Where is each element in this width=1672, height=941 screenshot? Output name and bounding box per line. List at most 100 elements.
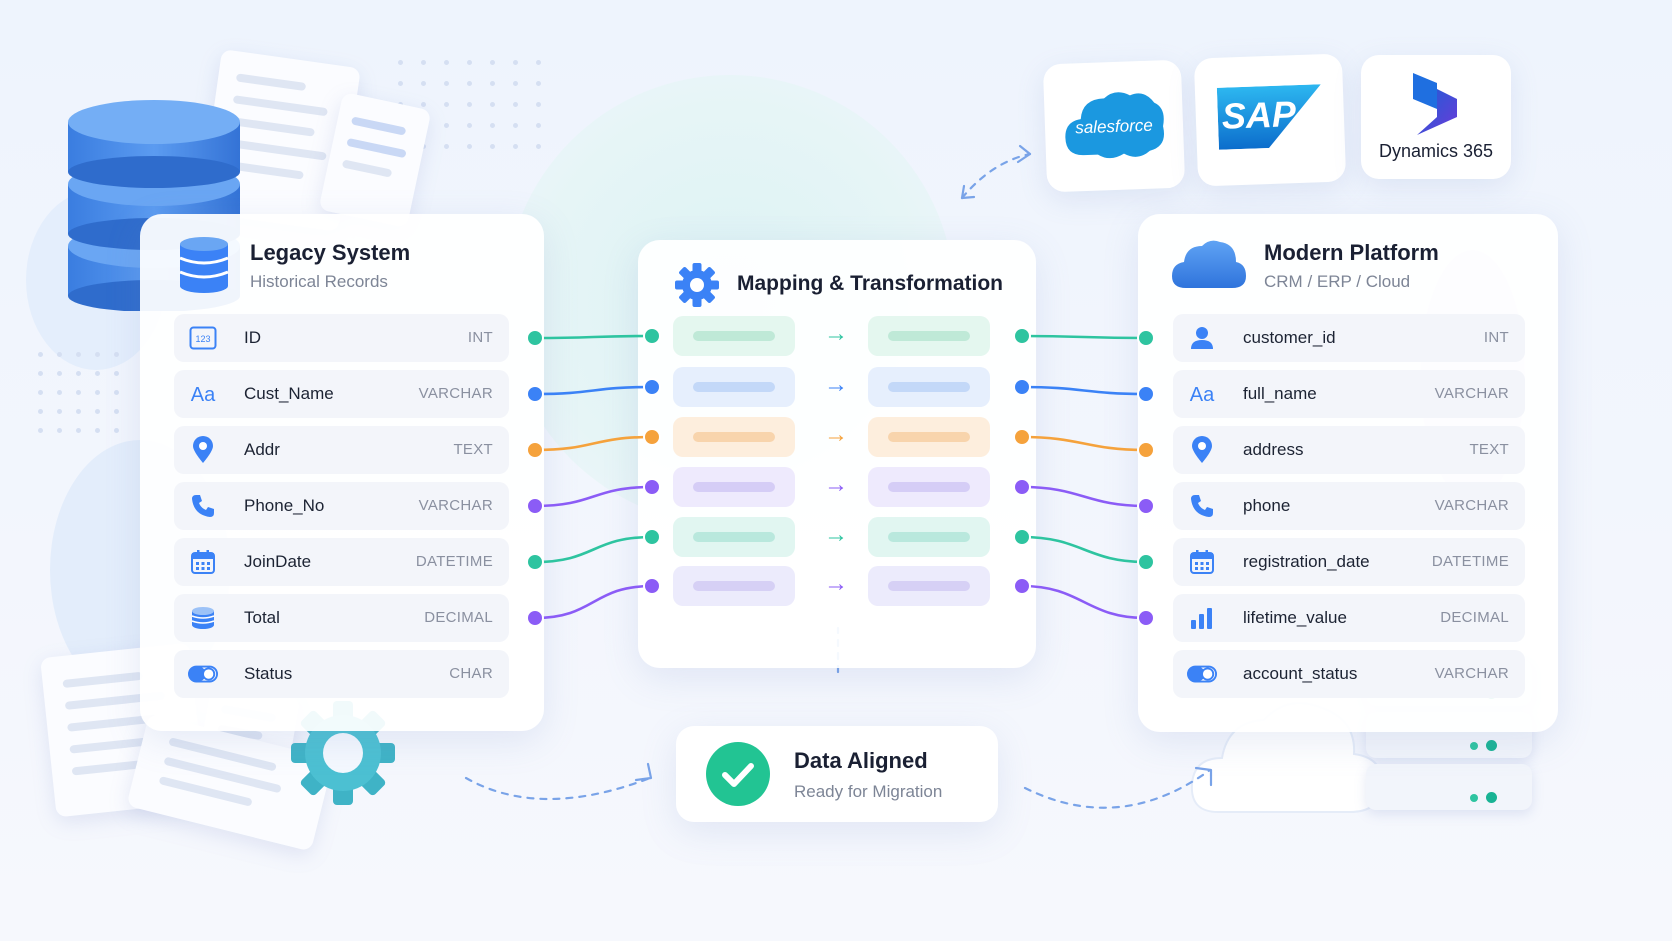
dynamics-365-logo-text: Dynamics 365 xyxy=(1378,141,1494,161)
connector-dot xyxy=(1013,428,1031,446)
gear-icon xyxy=(675,263,719,307)
connector-dot xyxy=(1137,329,1155,347)
status-subtitle: Ready for Migration xyxy=(794,782,943,801)
legacy-field-name: ID xyxy=(244,328,261,347)
modern-field-row[interactable]: account_status VARCHAR xyxy=(1173,650,1525,698)
connector-line xyxy=(1021,584,1147,620)
text-icon: Aa xyxy=(188,380,218,408)
mapping-target-pill xyxy=(868,367,990,407)
legacy-system-subtitle: Historical Records xyxy=(250,272,388,291)
mapping-target-pill xyxy=(868,566,990,606)
modern-field-type: VARCHAR xyxy=(1434,385,1509,402)
modern-field-name: address xyxy=(1243,440,1304,459)
legacy-field-type: DECIMAL xyxy=(424,609,493,626)
mapping-title: Mapping & Transformation xyxy=(737,272,1004,295)
number-icon: 123 xyxy=(188,324,218,352)
connector-dot xyxy=(1137,609,1155,627)
modern-field-row[interactable]: phone VARCHAR xyxy=(1173,482,1525,530)
mapping-source-pill xyxy=(673,517,795,557)
phone-icon xyxy=(1187,492,1217,520)
connector-line xyxy=(534,385,653,396)
location-pin-icon xyxy=(188,436,218,464)
legacy-field-name: Phone_No xyxy=(244,496,325,515)
legacy-field-name: Addr xyxy=(244,440,280,459)
mapping-source-pill xyxy=(673,417,795,457)
legacy-field-type: DATETIME xyxy=(415,553,493,570)
modern-field-row[interactable]: customer_id INT xyxy=(1173,314,1525,362)
connector-dot xyxy=(526,441,544,459)
connector-dot xyxy=(1137,497,1155,515)
modern-field-name: account_status xyxy=(1243,664,1358,683)
connector-dot xyxy=(1013,378,1031,396)
connector-line xyxy=(534,535,653,564)
toggle-icon xyxy=(1187,660,1217,688)
mapping-arrow-icon: → xyxy=(824,421,848,448)
check-circle-icon xyxy=(706,742,770,806)
connector-dot xyxy=(1013,577,1031,595)
legacy-field-row[interactable]: Status CHAR xyxy=(174,650,509,698)
legacy-field-name: Status xyxy=(244,664,293,683)
modern-field-name: full_name xyxy=(1243,384,1317,403)
salesforce-logo-card[interactable]: salesforce xyxy=(1042,59,1186,193)
connector-line xyxy=(534,485,653,508)
modern-field-type: TEXT xyxy=(1469,441,1509,458)
connector-dot xyxy=(526,497,544,515)
connector-dot xyxy=(1137,553,1155,571)
modern-platform-title: Modern Platform xyxy=(1264,240,1439,265)
salesforce-cloud-icon xyxy=(1065,92,1164,159)
legacy-field-row[interactable]: Phone_No VARCHAR xyxy=(174,482,509,530)
modern-field-name: registration_date xyxy=(1243,552,1370,571)
legacy-field-row[interactable]: 123 ID INT xyxy=(174,314,509,362)
mapping-target-pill xyxy=(868,316,990,356)
mapping-source-pill xyxy=(673,316,795,356)
legacy-field-type: INT xyxy=(467,329,493,346)
modern-field-row[interactable]: Aa full_name VARCHAR xyxy=(1173,370,1525,418)
connector-dot xyxy=(526,329,544,347)
connector-dot xyxy=(643,327,661,345)
svg-text:Aa: Aa xyxy=(1190,384,1215,406)
modern-field-name: customer_id xyxy=(1243,328,1336,347)
connector-dot xyxy=(1013,478,1031,496)
mapping-arrow-icon: → xyxy=(824,320,848,347)
connector-dot xyxy=(643,428,661,446)
connector-dot xyxy=(1137,385,1155,403)
cloud-icon xyxy=(1172,240,1246,288)
sap-logo-shape xyxy=(1216,84,1321,150)
connector-line xyxy=(534,584,653,620)
legacy-field-type: VARCHAR xyxy=(418,497,493,514)
text-icon: Aa xyxy=(1187,380,1217,408)
connector-line xyxy=(1021,485,1147,508)
sap-logo-card[interactable]: SAP xyxy=(1193,53,1347,187)
phone-icon xyxy=(188,492,218,520)
mapping-arrow-icon: → xyxy=(824,471,848,498)
user-icon xyxy=(1187,324,1217,352)
modern-field-name: phone xyxy=(1243,496,1291,515)
modern-field-type: INT xyxy=(1483,329,1509,346)
calendar-icon xyxy=(188,548,218,576)
modern-field-type: VARCHAR xyxy=(1434,665,1509,682)
mapping-source-pill xyxy=(673,367,795,407)
modern-field-row[interactable]: address TEXT xyxy=(1173,426,1525,474)
mapping-target-pill xyxy=(868,417,990,457)
svg-text:123: 123 xyxy=(195,334,210,344)
connector-dot xyxy=(643,478,661,496)
database-icon xyxy=(179,237,229,293)
coin-stack-icon xyxy=(188,604,218,632)
modern-field-type: VARCHAR xyxy=(1434,497,1509,514)
connector-dot xyxy=(1137,441,1155,459)
connector-line xyxy=(1021,535,1147,564)
connector-dot xyxy=(643,577,661,595)
legacy-field-type: CHAR xyxy=(449,665,493,682)
connector-dot xyxy=(526,609,544,627)
legacy-field-row[interactable]: JoinDate DATETIME xyxy=(174,538,509,586)
dynamics-365-logo-card[interactable]: Dynamics 365 xyxy=(1361,55,1511,179)
legacy-field-name: JoinDate xyxy=(244,552,312,571)
mapping-source-pill xyxy=(673,467,795,507)
